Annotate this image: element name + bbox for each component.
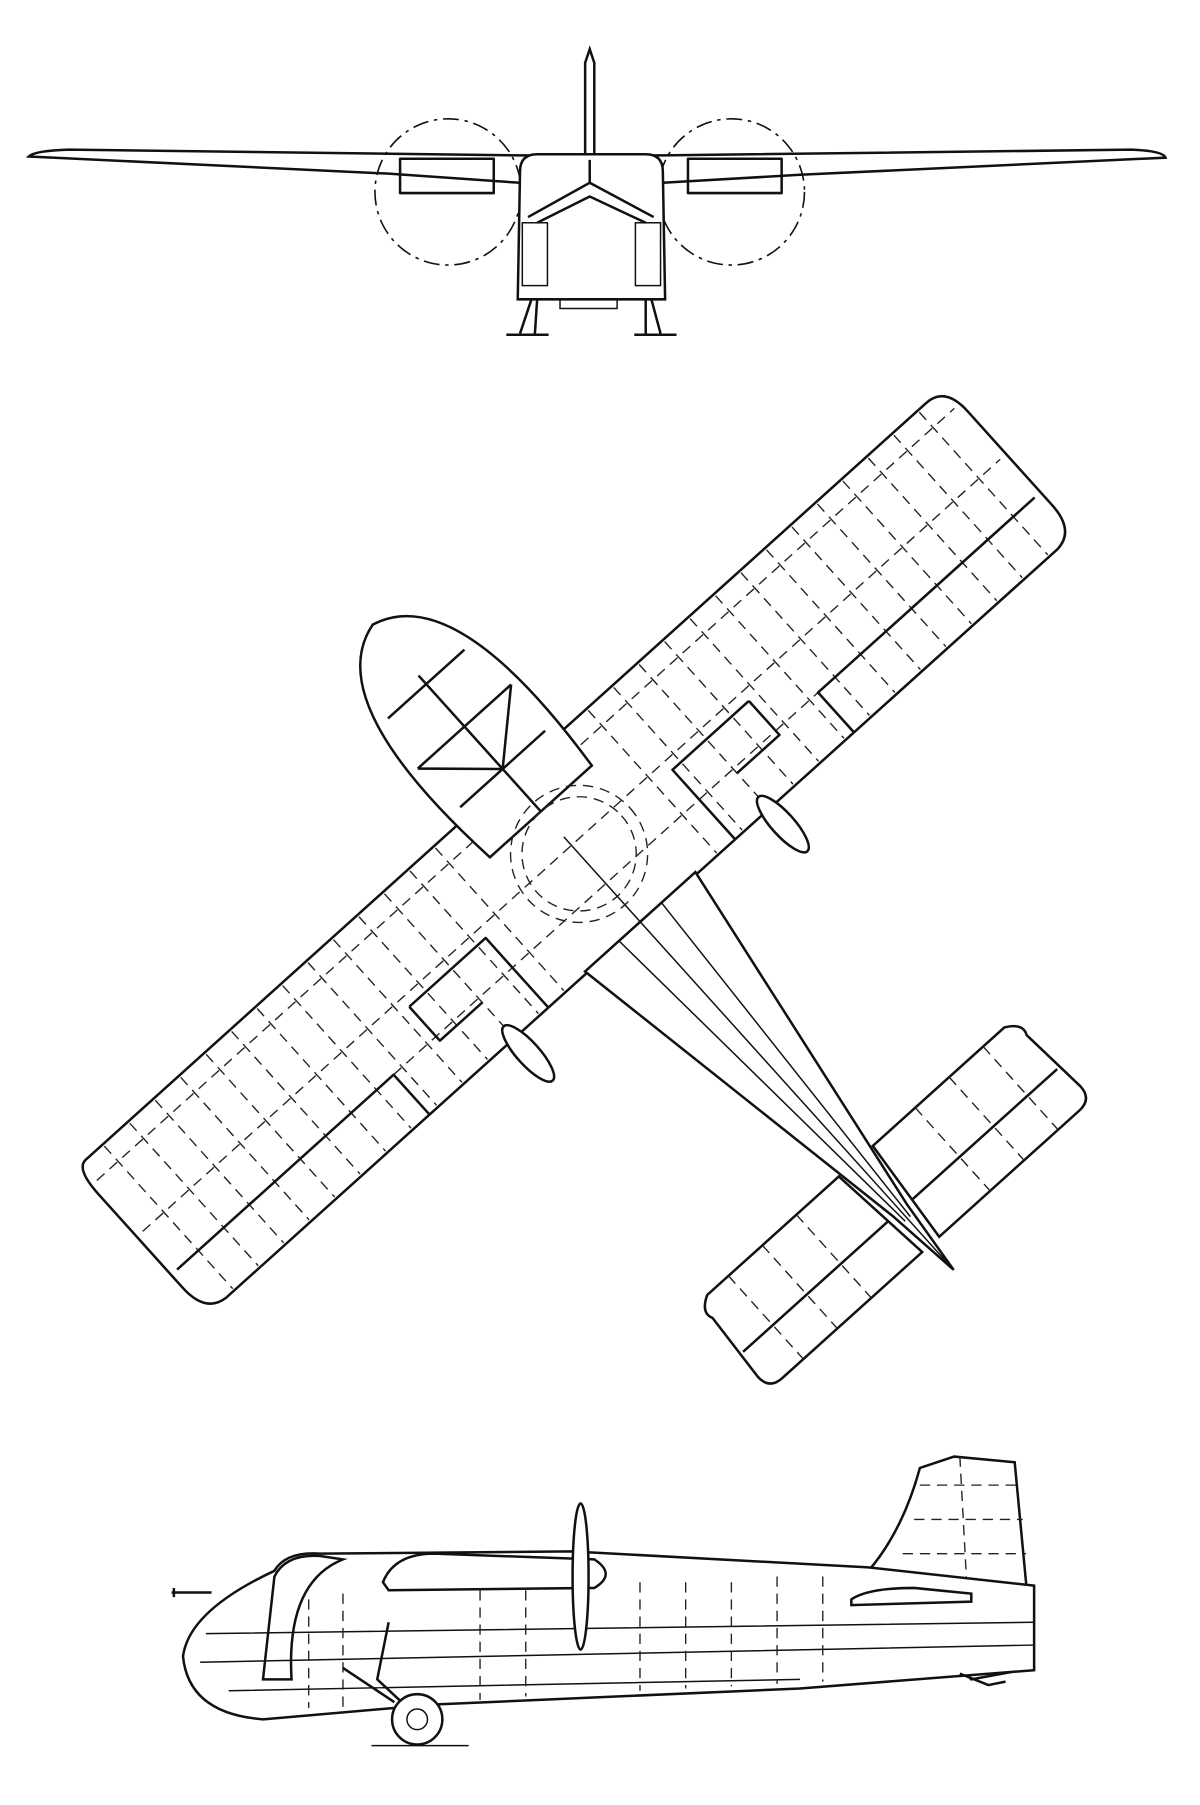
- side-gun: [171, 1587, 212, 1598]
- wing-rib-line: [409, 870, 539, 1014]
- wing-rib-line: [791, 526, 921, 670]
- wing-rib-line: [129, 1122, 259, 1267]
- right-flap-box: [671, 700, 781, 841]
- front-right-tank: [634, 222, 662, 287]
- side-tailplane: [850, 1586, 973, 1607]
- top-fuselage-boom: [583, 870, 955, 1271]
- wing-rib-line: [154, 1099, 285, 1244]
- wing-rib-line: [613, 686, 743, 831]
- side-canopy: [261, 1554, 348, 1681]
- top-canopy-frames: [387, 648, 546, 813]
- left-engine-cowl: [398, 157, 496, 195]
- top-elevator-ribs: [727, 1046, 1059, 1360]
- wing-rib-line: [842, 480, 972, 625]
- top-view: [81, 394, 1088, 1385]
- wing-rib-line: [689, 618, 820, 762]
- side-longerons: [200, 1621, 1035, 1692]
- front-view: [25, 45, 1168, 336]
- side-wheel: [390, 1692, 444, 1746]
- side-frames: [308, 1576, 824, 1708]
- front-left-tank: [521, 222, 549, 287]
- top-elevators: [742, 1068, 1059, 1353]
- wing-spar-line: [96, 407, 955, 1181]
- right-nacelle: [755, 794, 811, 854]
- top-fuselage-lines: [563, 836, 947, 1262]
- front-fuselage: [516, 152, 667, 301]
- left-nacelle: [501, 1023, 556, 1083]
- wing-spar-line: [142, 458, 1001, 1232]
- top-tailplane-right: [871, 1024, 1088, 1239]
- side-propeller: [571, 1502, 590, 1651]
- wing-rib-line: [765, 549, 896, 693]
- left-aileron: [176, 1073, 431, 1271]
- right-aileron: [816, 496, 1036, 734]
- right-engine-cowl: [686, 157, 783, 195]
- side-view: [171, 1455, 1036, 1747]
- wing-rib-line: [358, 916, 488, 1060]
- top-tailplane: [703, 1174, 925, 1385]
- wing-rib-line: [103, 1145, 234, 1290]
- side-cockpit-hood: [381, 1552, 607, 1592]
- wing-rib-line: [816, 503, 947, 648]
- top-wing: [81, 394, 1067, 1305]
- front-fin: [583, 45, 596, 156]
- wing-rib-line: [231, 1030, 361, 1175]
- side-wheel-hub: [406, 1708, 429, 1731]
- side-tail-skid: [959, 1672, 1006, 1687]
- wing-rib-line: [256, 1008, 387, 1152]
- front-belly-detail: [559, 299, 618, 310]
- top-propeller-hub-circle: [509, 784, 649, 924]
- side-fuselage: [181, 1550, 1036, 1721]
- front-canopy-frame: [527, 159, 655, 224]
- front-landing-gear: [506, 298, 677, 336]
- side-rudder-ribs: [891, 1456, 1029, 1668]
- wing-rib-line: [383, 893, 514, 1037]
- wing-rib-line: [282, 985, 412, 1129]
- wing-rib-line: [180, 1076, 310, 1221]
- left-flap-box: [408, 936, 550, 1042]
- wing-rib-line: [893, 434, 1023, 579]
